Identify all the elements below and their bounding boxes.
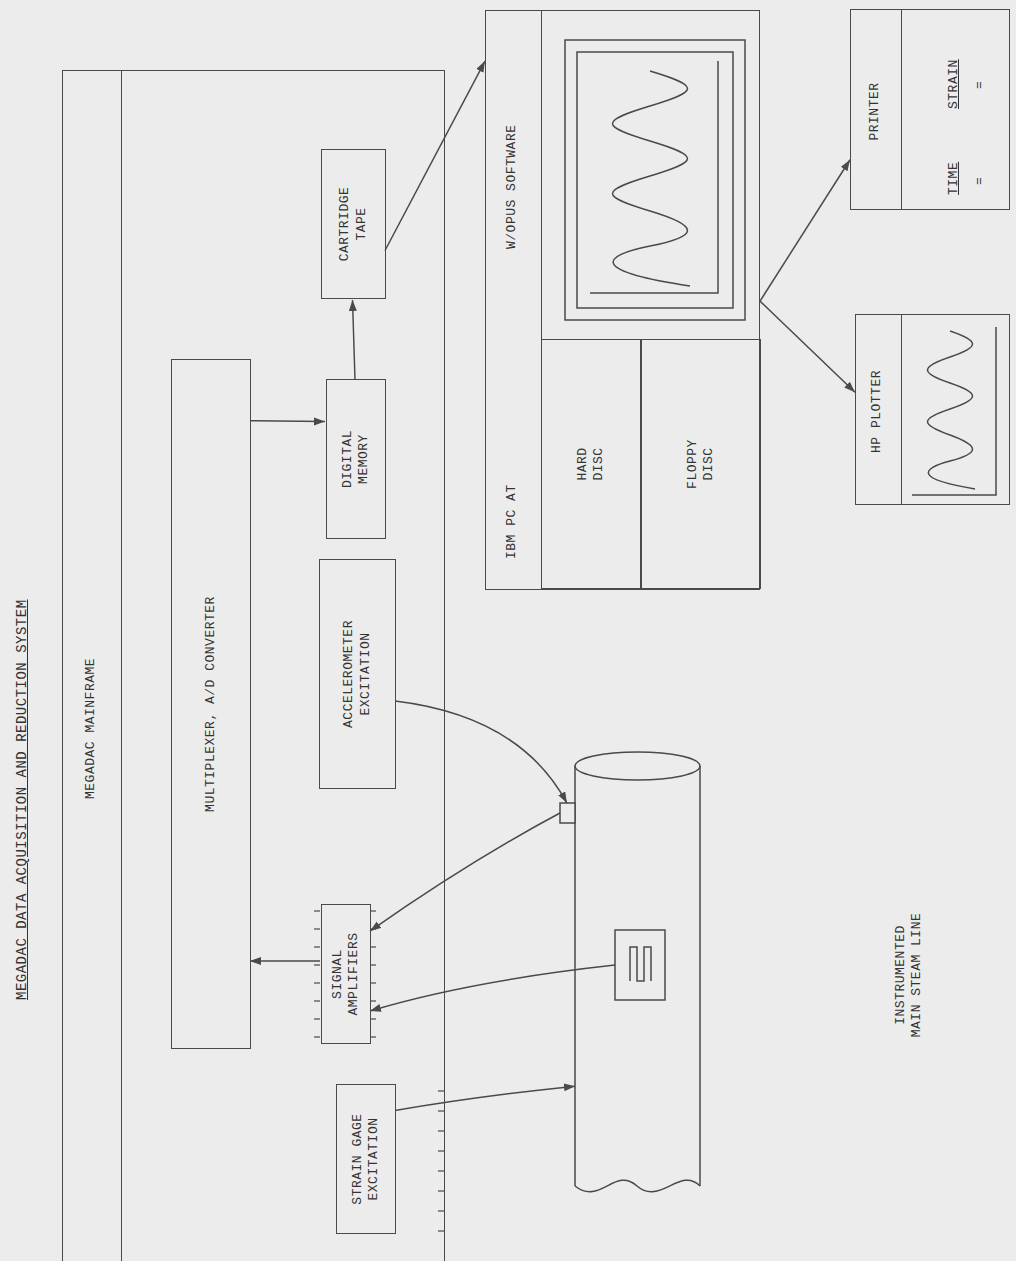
tick bbox=[438, 1130, 445, 1131]
tick bbox=[438, 1190, 445, 1191]
connector bbox=[250, 960, 320, 962]
monitor-frame bbox=[565, 40, 745, 320]
drive-box: FLOPPY DISC bbox=[641, 339, 761, 589]
computer-box: IBM PC AT W/OPUS SOFTWARE HARD DISC FLOPPY … bbox=[485, 10, 760, 590]
plot-wave bbox=[928, 331, 976, 489]
plot-axes bbox=[912, 327, 996, 495]
tick bbox=[438, 1230, 445, 1231]
tick bbox=[314, 964, 320, 965]
tick-marks bbox=[314, 911, 445, 1231]
connector bbox=[760, 160, 850, 301]
node-label: ACCELEROMETER EXCITATION bbox=[341, 614, 374, 734]
monitor-screen bbox=[577, 52, 733, 308]
node-label: INSTRUMENTED MAIN STEAM LINE bbox=[893, 905, 926, 1045]
header-rule bbox=[121, 71, 122, 1261]
process-box: MULTIPLEXER, A/D CONVERTER bbox=[171, 359, 251, 1049]
diagram-title: MEGADAC DATA ACQUISITION AND REDUCTION S… bbox=[14, 599, 31, 1000]
node-label: STRAIN bbox=[946, 59, 962, 109]
tick bbox=[314, 928, 320, 929]
tick bbox=[314, 982, 320, 983]
connector bbox=[760, 301, 855, 392]
node-label: CARTRIDGE TAPE bbox=[337, 184, 370, 264]
node-label: FLOPPY DISC bbox=[685, 437, 718, 492]
printout-mark: = bbox=[972, 177, 988, 185]
tick bbox=[438, 1170, 445, 1171]
connector bbox=[395, 1086, 575, 1110]
drive-box: HARD DISC bbox=[541, 339, 641, 589]
pipe-body bbox=[575, 766, 700, 1186]
node-label: SIGNAL AMPLIFIERS bbox=[330, 932, 363, 1017]
pipe-end bbox=[575, 752, 700, 780]
node-label: IBM PC AT bbox=[504, 484, 520, 559]
plotter-box: HP PLOTTER bbox=[855, 314, 1010, 505]
accelerometer bbox=[560, 803, 575, 823]
header-rule bbox=[901, 10, 902, 209]
connector bbox=[370, 965, 615, 1011]
screen-wave bbox=[613, 71, 691, 286]
process-box: SIGNAL AMPLIFIERS bbox=[321, 904, 371, 1044]
node-label: STRAIN GAGE EXCITATION bbox=[350, 1109, 383, 1209]
strain-gage bbox=[615, 930, 665, 1000]
node-label: MULTIPLEXER, A/D CONVERTER bbox=[203, 596, 219, 812]
tick bbox=[438, 1110, 445, 1111]
node-label: W/OPUS SOFTWARE bbox=[504, 124, 520, 249]
connector bbox=[370, 813, 560, 931]
process-box: STRAIN GAGE EXCITATION bbox=[336, 1084, 396, 1234]
header-rule bbox=[901, 315, 902, 504]
pipe-break bbox=[575, 1180, 700, 1192]
tick bbox=[314, 946, 320, 947]
tick bbox=[438, 1210, 445, 1211]
tick bbox=[314, 1000, 320, 1001]
tick bbox=[314, 1018, 320, 1019]
tick bbox=[438, 1150, 445, 1151]
node-label: HP PLOTTER bbox=[869, 319, 885, 504]
screen-axes bbox=[590, 61, 718, 293]
connector bbox=[250, 420, 325, 422]
node-label: PRINTER bbox=[867, 14, 883, 209]
tick bbox=[438, 1090, 445, 1091]
node-label: MEGADAC MAINFRAME bbox=[83, 658, 99, 799]
connector bbox=[353, 300, 356, 380]
connector bbox=[385, 61, 485, 250]
gage-grid bbox=[630, 947, 651, 981]
mainframe-box: MEGADAC MAINFRAME STRAIN GAGE EXCITATION S… bbox=[62, 70, 445, 1261]
process-box: DIGITAL MEMORY bbox=[326, 379, 386, 539]
steam-line: INSTRUMENTED MAIN STEAM LINE bbox=[560, 750, 945, 1200]
process-box: ACCELEROMETER EXCITATION bbox=[319, 559, 396, 789]
process-box: CARTRIDGE TAPE bbox=[321, 149, 386, 299]
tick bbox=[314, 1036, 320, 1037]
node-label: TIME bbox=[946, 162, 962, 195]
connector bbox=[395, 701, 567, 803]
node-label: HARD DISC bbox=[575, 444, 608, 484]
printout-mark: = bbox=[972, 81, 988, 89]
tick bbox=[314, 910, 320, 911]
node-label: DIGITAL MEMORY bbox=[340, 424, 373, 494]
